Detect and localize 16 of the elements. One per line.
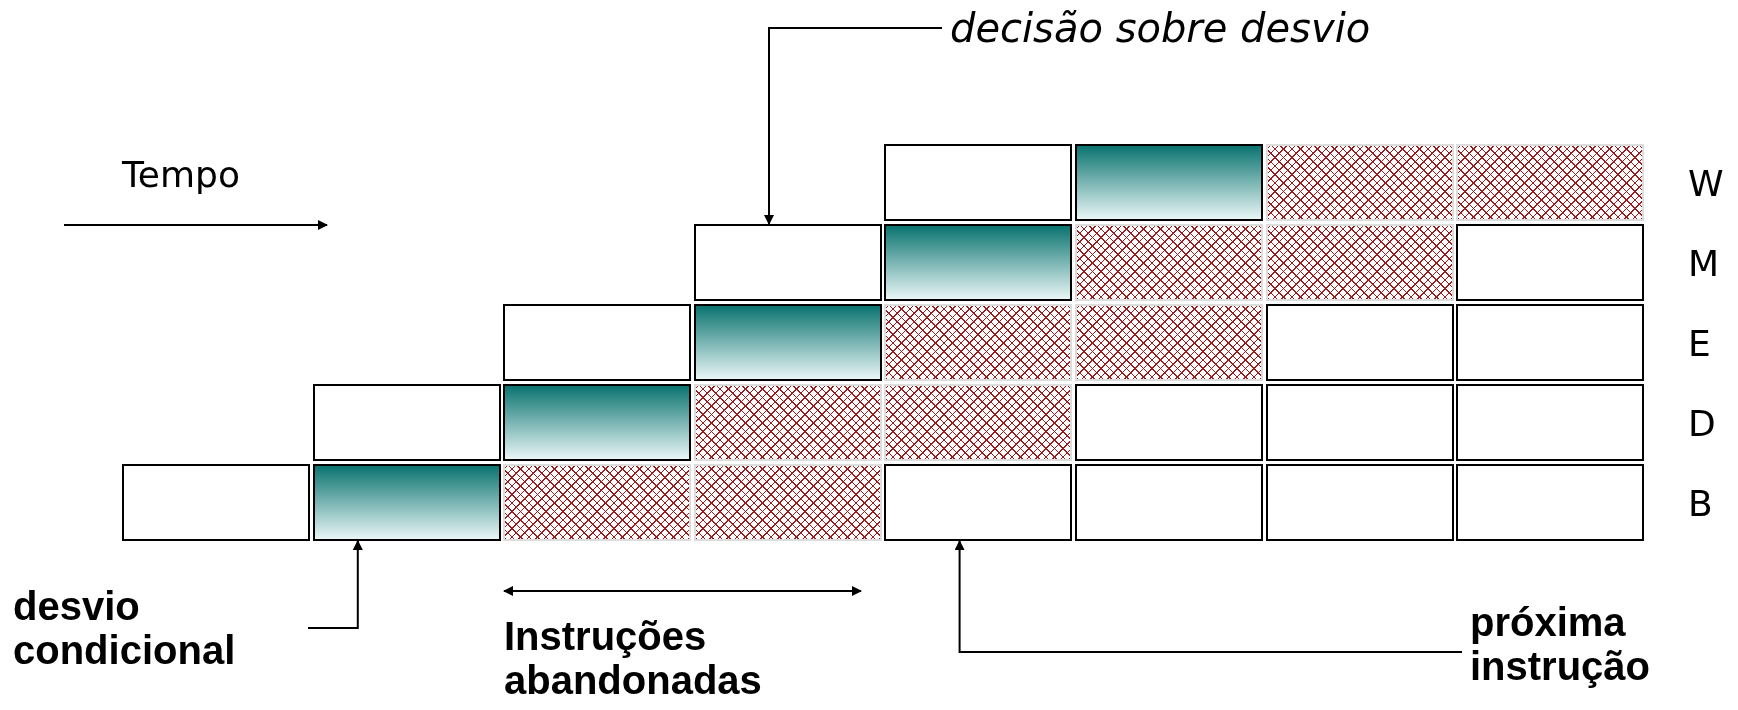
annotation-text: decisão sobre desvio	[950, 6, 1470, 50]
callout-text: desvio condicional	[13, 584, 313, 672]
leader-line	[307, 540, 363, 629]
annotation-text: Instruções abandonadas	[504, 614, 763, 702]
callout-text: próxima instrução	[1470, 600, 1730, 688]
axis-label: Tempo	[122, 155, 240, 195]
stage-label: D	[1688, 404, 1716, 444]
leader-line	[764, 27, 943, 225]
stage-label: W	[1688, 164, 1724, 204]
stage-label: B	[1688, 484, 1713, 524]
stage-label: M	[1688, 244, 1720, 284]
leader-line	[954, 540, 1463, 653]
pipeline-stage-cell	[693, 224, 882, 301]
stage-label: E	[1688, 324, 1711, 364]
branch-stage-cell	[312, 464, 501, 541]
pipeline-stage-cell	[884, 464, 1073, 541]
